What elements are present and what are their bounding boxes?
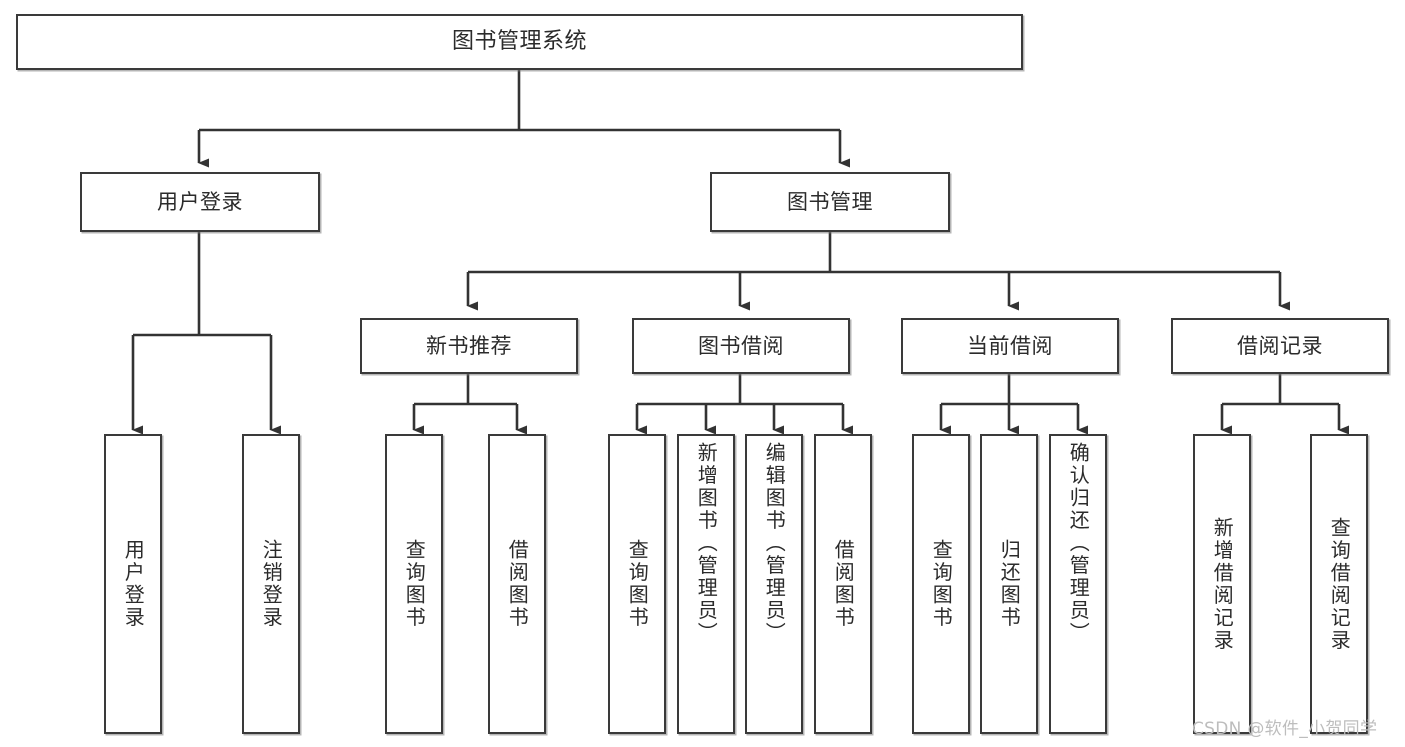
leaf-query-book-current[interactable]: 查询图书 — [912, 434, 970, 734]
leaf-borrow-book-recommend[interactable]: 借阅图书 — [488, 434, 546, 734]
leaf-borrow-book[interactable]: 借阅图书 — [814, 434, 872, 734]
leaf-add-book-admin[interactable]: 新增图书（管理员） — [677, 434, 735, 734]
leaf-logout[interactable]: 注销登录 — [242, 434, 300, 734]
node-label: 图书借阅 — [698, 333, 784, 358]
node-label: 用户登录 — [157, 189, 243, 214]
node-label: 查询图书 — [929, 539, 954, 629]
node-borrow-record[interactable]: 借阅记录 — [1171, 318, 1389, 374]
node-label: 用户登录 — [121, 539, 146, 629]
node-label: 当前借阅 — [967, 333, 1053, 358]
node-label: 借阅记录 — [1237, 333, 1323, 358]
node-label: 借阅图书 — [505, 539, 530, 629]
node-label: 新增借阅记录 — [1210, 516, 1235, 652]
leaf-edit-book-admin[interactable]: 编辑图书（管理员） — [745, 434, 803, 734]
node-label: 图书管理 — [787, 189, 873, 214]
node-current-borrow[interactable]: 当前借阅 — [901, 318, 1119, 374]
node-book-borrow[interactable]: 图书借阅 — [632, 318, 850, 374]
leaf-add-borrow-record[interactable]: 新增借阅记录 — [1193, 434, 1251, 734]
csdn-watermark: CSDN @软件_小贺同学 — [1192, 719, 1378, 739]
leaf-query-book-recommend[interactable]: 查询图书 — [385, 434, 443, 734]
node-label: 确认归还（管理员） — [1066, 442, 1091, 645]
node-label: 编辑图书（管理员） — [762, 442, 787, 645]
node-label: 新书推荐 — [426, 333, 512, 358]
node-label: 借阅图书 — [831, 539, 856, 629]
node-label: 归还图书 — [997, 539, 1022, 629]
node-label: 新增图书（管理员） — [694, 442, 719, 645]
leaf-confirm-return-admin[interactable]: 确认归还（管理员） — [1049, 434, 1107, 734]
node-user-login[interactable]: 用户登录 — [80, 172, 320, 232]
leaf-return-book[interactable]: 归还图书 — [980, 434, 1038, 734]
node-label: 注销登录 — [259, 539, 284, 629]
node-label: 查询图书 — [402, 539, 427, 629]
node-new-book-recommend[interactable]: 新书推荐 — [360, 318, 578, 374]
leaf-user-login[interactable]: 用户登录 — [104, 434, 162, 734]
node-label: 查询图书 — [625, 539, 650, 629]
node-root-book-management-system[interactable]: 图书管理系统 — [16, 14, 1023, 70]
node-label: 查询借阅记录 — [1327, 516, 1352, 652]
leaf-query-book-borrow[interactable]: 查询图书 — [608, 434, 666, 734]
leaf-query-borrow-record[interactable]: 查询借阅记录 — [1310, 434, 1368, 734]
node-label: 图书管理系统 — [451, 29, 587, 55]
node-book-management[interactable]: 图书管理 — [710, 172, 950, 232]
